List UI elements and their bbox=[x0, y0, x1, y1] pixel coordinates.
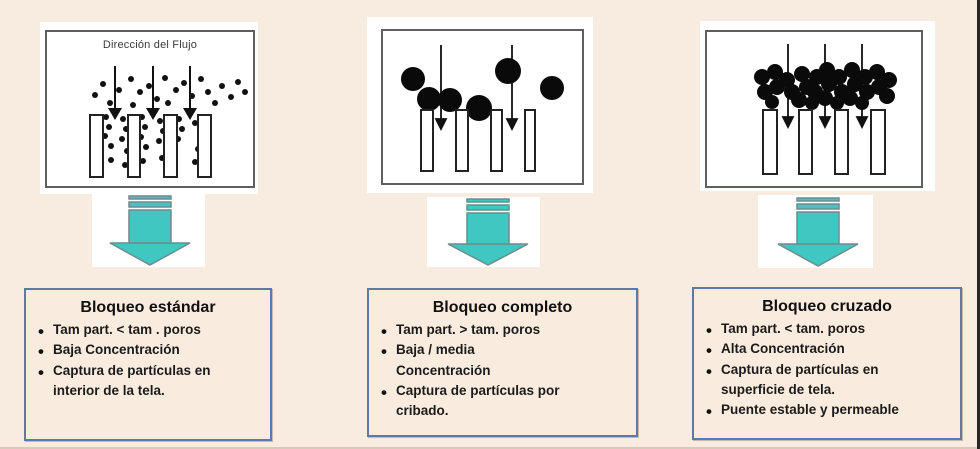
bullet-item: Puente estable y permeable bbox=[706, 399, 954, 425]
standard-figure-canvas bbox=[89, 66, 248, 178]
box-title: Bloqueo estándar bbox=[80, 299, 216, 316]
small-particle-dots bbox=[92, 75, 248, 168]
complete-blocking-figure bbox=[381, 29, 584, 185]
bullet-item: Tam part. < tam . poros bbox=[38, 319, 264, 345]
down-arrow-icon bbox=[92, 193, 205, 267]
bullet-item: Captura de partículas en interior de la … bbox=[38, 360, 264, 402]
image-bottom-edge bbox=[0, 447, 980, 449]
crossed-blocking-figure bbox=[705, 30, 923, 188]
bullet-item: Baja / media Concentración bbox=[381, 339, 630, 381]
large-particle-dots bbox=[401, 58, 564, 121]
down-arrow-icon bbox=[758, 195, 873, 268]
standard-blocking-box: Bloqueo estándar Tam part. < tam . poros… bbox=[24, 288, 272, 441]
down-arrow-icon bbox=[427, 197, 540, 267]
image-right-edge bbox=[977, 0, 980, 449]
bullet-list: Tam part. > tam. porosBaja / media Conce… bbox=[381, 319, 630, 422]
bullet-item: Captura de partículas por cribado. bbox=[381, 380, 630, 422]
crossed-figure-canvas bbox=[754, 44, 897, 175]
box-title: Bloqueo completo bbox=[432, 299, 573, 316]
crossed-blocking-box: Bloqueo cruzado Tam part. < tam. porosAl… bbox=[692, 287, 962, 440]
bullet-list: Tam part. < tam . porosBaja Concentració… bbox=[38, 319, 264, 402]
bridge-particle-dots bbox=[754, 62, 897, 110]
standard-blocking-figure: Dirección del Flujo bbox=[45, 30, 255, 188]
box-title: Bloqueo cruzado bbox=[762, 298, 892, 315]
pore-rects bbox=[420, 109, 536, 172]
complete-figure-canvas bbox=[401, 45, 564, 172]
pore-rects bbox=[89, 114, 212, 178]
flow-arrow-icon bbox=[108, 66, 197, 120]
bullet-item: Alta Concentración bbox=[706, 338, 954, 364]
bullet-item: Tam part. < tam. poros bbox=[706, 318, 954, 344]
complete-blocking-box: Bloqueo completo Tam part. > tam. porosB… bbox=[367, 288, 638, 437]
bullet-item: Tam part. > tam. poros bbox=[381, 319, 630, 345]
bullet-item: Baja Concentración bbox=[38, 339, 264, 365]
pore-rects bbox=[762, 109, 886, 175]
bullet-item: Captura de partículas en superficie de t… bbox=[706, 359, 954, 401]
flow-direction-label: Dirección del Flujo bbox=[102, 39, 198, 51]
bullet-list: Tam part. < tam. porosAlta Concentración… bbox=[706, 318, 954, 425]
